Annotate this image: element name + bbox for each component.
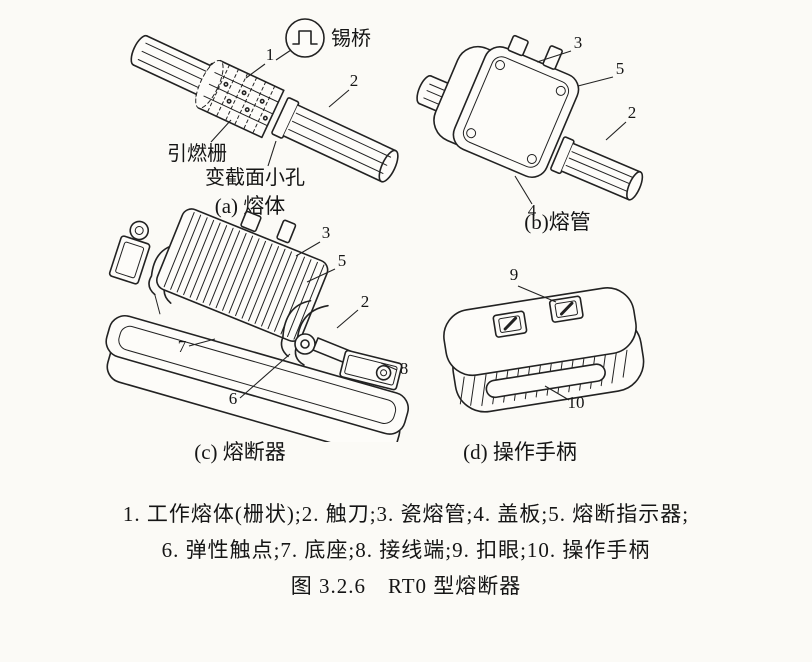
leader-callout-3	[536, 50, 572, 63]
legend-block: 1. 工作熔体(栅状);2. 触刀;3. 瓷熔管;4. 盖板;5. 熔断指示器;…	[0, 502, 812, 598]
leader-callout-7	[188, 338, 216, 347]
leader-callout-3	[295, 241, 321, 257]
caption-panel-b: (b)熔管	[460, 206, 655, 236]
fuse-element-drawing: 1 2 锡桥 引燃栅 变截面小孔	[130, 18, 399, 189]
leader-callout-5	[306, 268, 336, 283]
clip-ring-hole	[300, 339, 310, 349]
callout-5: 5	[338, 251, 347, 270]
clip-ring	[294, 333, 316, 355]
caption-panel-c: (c) 熔断器	[140, 436, 340, 466]
fuse-tube-drawing: 3 5 2 4	[416, 33, 644, 220]
right-blade-tube	[550, 136, 644, 201]
caption-panel-d: (d) 操作手柄	[420, 436, 620, 466]
leader-callout-9	[517, 285, 557, 303]
grip-slot	[485, 363, 606, 399]
leader-callout-2	[328, 89, 350, 108]
callout-6: 6	[229, 389, 238, 408]
handle-drawing: 9 10	[443, 265, 645, 413]
callout-8: 8	[400, 359, 409, 378]
panel-d-operating-handle: 9 10	[443, 265, 645, 413]
label-ignition-grid: 引燃栅	[167, 142, 227, 165]
panel-b-fuse-tube: 3 5 2 4	[416, 33, 644, 220]
callout-4: 4	[528, 201, 537, 220]
base	[105, 314, 410, 442]
grid-fuse-body	[195, 59, 285, 139]
indicator-tab	[240, 210, 262, 233]
figure-caption: 图 3.2.6 RT0 型熔断器	[290, 574, 522, 598]
label-tin-bridge: 锡桥	[331, 27, 371, 50]
callout-2: 2	[628, 103, 637, 122]
callout-9: 9	[510, 265, 519, 284]
leader-tin-bridge	[275, 49, 292, 61]
leader-callout-4	[514, 175, 533, 205]
callout-3: 3	[574, 33, 583, 52]
leader-ignition-grid	[210, 119, 232, 143]
leader-small-holes	[267, 140, 277, 167]
eyelet-right	[548, 295, 584, 323]
indicator-tab	[507, 34, 529, 57]
panel-a-fuse-element: 1 2 锡桥 引燃栅 变截面小孔	[130, 18, 399, 189]
leader-callout-5	[577, 76, 614, 87]
leader-callout-2	[605, 121, 627, 141]
tube-body	[433, 34, 580, 179]
legend-line-2: 6. 弹性触点;7. 底座;8. 接线端;9. 扣眼;10. 操作手柄	[161, 538, 651, 562]
pulse-glyph-icon	[292, 30, 318, 45]
fuse-assembly-drawing: 3 5 2 7 6 8	[105, 208, 410, 442]
clip-tab	[276, 219, 297, 244]
right-contact-tube	[271, 97, 399, 183]
callout-5: 5	[616, 59, 625, 78]
callout-2: 2	[350, 71, 359, 90]
callout-2: 2	[361, 292, 370, 311]
leader-callout-10	[544, 385, 570, 401]
porcelain-tube	[156, 208, 329, 342]
clip-tab	[542, 45, 563, 70]
tin-bridge-symbol	[285, 18, 325, 58]
leader-callout-1	[245, 63, 266, 79]
caption-panel-b-text: (b)熔管	[524, 210, 591, 234]
panel-c-fuse-assembly: 3 5 2 7 6 8	[105, 208, 410, 442]
left-terminal-bracket	[108, 220, 151, 285]
callout-3: 3	[322, 223, 331, 242]
leader-callout-6	[239, 353, 291, 399]
wiring-terminal	[339, 349, 403, 391]
label-small-holes: 变截面小孔	[205, 166, 305, 189]
callout-7: 7	[178, 337, 187, 356]
leader-callout-2	[336, 309, 359, 329]
callout-10: 10	[568, 393, 585, 412]
callout-1: 1	[266, 45, 275, 64]
caption-panel-c-text: (c) 熔断器	[194, 440, 286, 464]
leader-callout-8	[380, 362, 398, 371]
legend-line-1: 1. 工作熔体(栅状);2. 触刀;3. 瓷熔管;4. 盖板;5. 熔断指示器;	[122, 502, 690, 526]
eyelet-left	[492, 310, 528, 338]
caption-panel-d-text: (d) 操作手柄	[463, 440, 577, 464]
handle-body	[443, 287, 645, 413]
